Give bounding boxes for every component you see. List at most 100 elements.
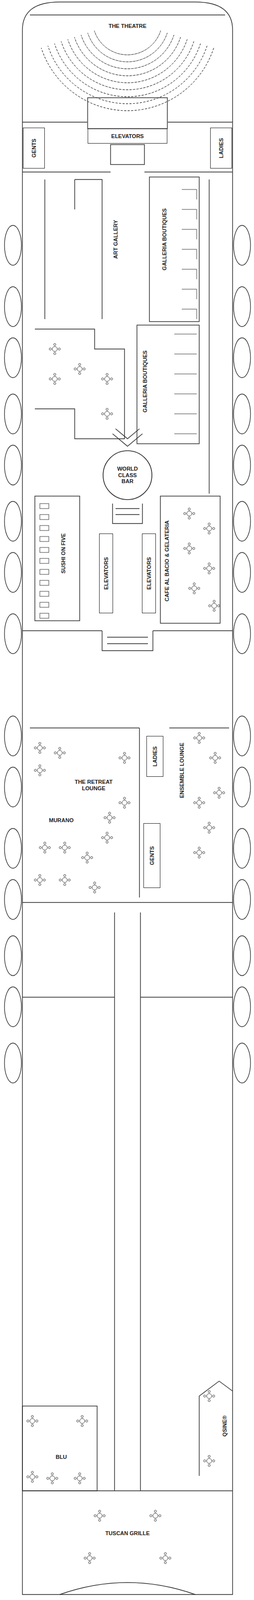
seat-row: [81, 34, 174, 69]
lifeboat: [233, 1041, 251, 1082]
cross-wall: [22, 900, 233, 902]
room-box: LADIES: [146, 735, 164, 776]
table: [209, 751, 221, 763]
lifeboat: [233, 551, 251, 592]
cross-wall: [22, 629, 233, 631]
table: [183, 542, 195, 554]
seat-row: [87, 32, 168, 62]
room-area: QSINE®: [219, 1406, 231, 1442]
table: [193, 731, 205, 743]
blu-room: [22, 1404, 98, 1490]
boutique-room: [149, 176, 200, 322]
corridor-wall: [44, 179, 210, 494]
bar-circle: WORLD CLASS BAR: [102, 449, 153, 500]
table: [84, 1550, 96, 1562]
seat-row: [94, 30, 161, 55]
room-area: GALLERIA BOUTIQUES: [139, 336, 151, 426]
sushi-seat: [39, 590, 49, 596]
shelf: [181, 268, 197, 279]
table: [101, 407, 113, 419]
aft-wall: [22, 1488, 233, 1490]
table: [188, 582, 200, 594]
room-label: BLU: [54, 1452, 69, 1459]
seat-row: [67, 39, 188, 83]
shelf: [181, 229, 197, 240]
room-area: CAFE AL BACIO & GELATERIA: [161, 503, 173, 618]
lifeboat: [4, 501, 22, 541]
table: [76, 1413, 88, 1425]
lifeboat: [233, 766, 251, 807]
room-label: ART GALLERY: [112, 218, 120, 260]
room-label: GALLERIA BOUTIQUES: [161, 207, 168, 271]
shelf: [174, 393, 197, 394]
table: [26, 1469, 38, 1481]
lifeboat: [4, 827, 22, 868]
seat-row: [61, 41, 194, 90]
sushi-seat: [39, 524, 49, 530]
seat-row: [41, 47, 214, 111]
lifeboat: [4, 878, 22, 919]
room-label: CAFE AL BACIO & GELATERIA: [163, 518, 171, 602]
room-label: GALLERIA BOUTIQUES: [141, 349, 149, 413]
elevator-shaft: [87, 97, 168, 129]
sushi-seat: [39, 503, 49, 508]
table: [101, 373, 113, 384]
table: [74, 1471, 86, 1483]
lifeboat: [4, 985, 22, 1026]
shelf: [174, 433, 197, 434]
lifeboat: [4, 551, 22, 592]
room-area: SUSHI ON FIVE: [57, 517, 69, 588]
table: [203, 1389, 215, 1400]
seat-row: [54, 43, 201, 97]
cafe-room: [160, 495, 221, 623]
table: [149, 1508, 161, 1520]
table: [119, 751, 130, 763]
table: [203, 522, 215, 534]
tuscan-wall: [59, 1580, 196, 1593]
table: [193, 846, 205, 858]
table: [89, 881, 101, 892]
room-label: ENSEMBLE LOUNGE: [178, 740, 186, 798]
table: [101, 831, 113, 843]
table: [59, 873, 71, 885]
table: [34, 741, 46, 753]
boutique-room: [136, 324, 200, 444]
shelf: [181, 249, 197, 259]
table: [119, 796, 130, 808]
table: [94, 1508, 106, 1520]
room-box: LADIES: [210, 127, 233, 169]
table: [59, 841, 71, 853]
qsine-room: [199, 1379, 233, 1475]
room-label: ELEVATORS: [145, 555, 153, 590]
stairs: [110, 144, 145, 165]
room-label: QSINE®: [221, 1412, 229, 1436]
shelf: [174, 373, 197, 375]
table: [39, 841, 51, 853]
lifeboat: [233, 613, 251, 653]
shelf: [181, 308, 197, 319]
room-label: SUSHI ON FIVE: [60, 531, 67, 575]
cross-wall: [22, 995, 233, 997]
table: [203, 821, 215, 833]
bar-outline: [103, 450, 152, 500]
lifeboat: [4, 286, 22, 327]
sushi-seat: [39, 612, 49, 618]
room-label: LADIES: [151, 744, 159, 767]
sushi-seat: [39, 535, 49, 541]
lifeboat: [233, 225, 251, 265]
sushi-seat: [39, 513, 49, 519]
lifeboat: [4, 715, 22, 756]
lifeboat: [233, 501, 251, 541]
bar-stairs: [112, 503, 143, 523]
table: [49, 373, 61, 384]
room-area: ENSEMBLE LOUNGE: [176, 734, 188, 805]
lifeboat: [233, 878, 251, 919]
table: [46, 1471, 58, 1483]
room-area: GALLERIA BOUTIQUES: [158, 194, 170, 284]
lounge-wall: [34, 328, 125, 439]
room-label: ELEVATORS: [110, 132, 145, 140]
lifeboat: [4, 393, 22, 434]
shelf: [181, 209, 197, 220]
room-box: ELEVATORS: [99, 532, 114, 613]
table: [193, 796, 205, 808]
